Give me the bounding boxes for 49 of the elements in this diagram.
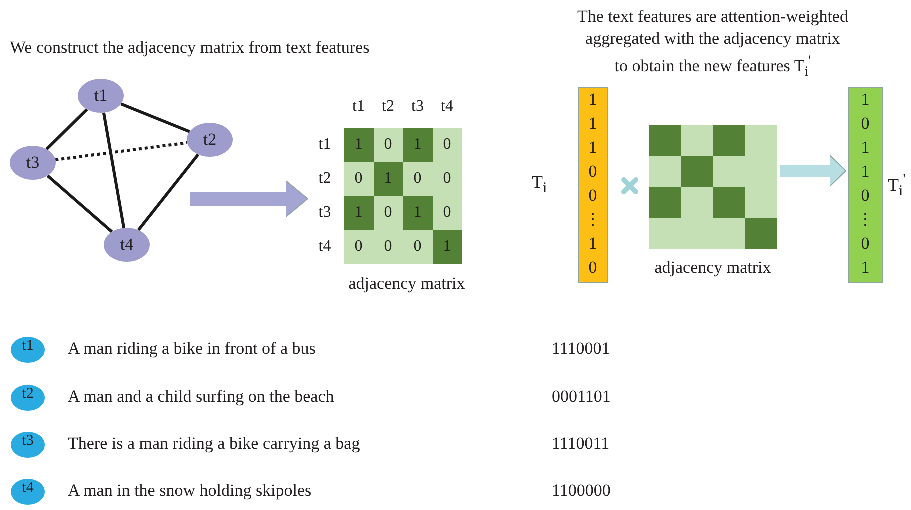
heading-text: We construct the adjacency matrix from text features (10, 38, 370, 58)
connector-line (46, 108, 88, 150)
matrix-cell: 1 (403, 196, 432, 230)
column-header: t4 (440, 98, 454, 116)
sentence-text: There is a man riding a bike carrying a bag (68, 433, 360, 455)
node-ellipse (104, 228, 150, 262)
node-ellipse (187, 123, 233, 157)
node-label: t2 (202, 129, 218, 151)
dotted-line (55, 141, 188, 162)
node-ellipse (78, 79, 124, 113)
vector-values: 1 0 1 1 0 ⋮ 0 1 (856, 89, 875, 279)
code-text: 1100000 (552, 480, 611, 502)
matrix-caption: adjacency matrix (654, 258, 772, 278)
column-header: t2 (381, 98, 396, 116)
matrix-caption: adjacency matrix (348, 274, 466, 294)
vector-symbol: T$_{i}$ (532, 172, 548, 198)
column-header: t1 (352, 98, 366, 116)
sentence-text: A man in the snow holding skipoles (68, 480, 312, 502)
connector-line (120, 102, 190, 134)
matrix-cell: 1 (432, 230, 462, 264)
code-text: 1110001 (552, 338, 610, 360)
matrix-cell: 1 (403, 128, 432, 162)
code-text: 0001101 (552, 386, 611, 408)
node-ellipse (10, 146, 56, 180)
matrix-cell: 1 (344, 196, 374, 230)
block-arrow (780, 154, 846, 188)
code-text: 1110011 (552, 433, 610, 455)
vector-bar (848, 87, 883, 283)
row-header: t2 (318, 169, 332, 189)
connector-line (46, 174, 114, 234)
row-header: t1 (318, 135, 332, 155)
connector-line (102, 112, 126, 228)
vector-bar (578, 87, 608, 283)
node-label: t1 (21, 337, 35, 355)
row-header: t4 (318, 237, 332, 257)
node-label: t3 (21, 432, 35, 450)
block-arrow (190, 180, 308, 218)
sentence-text: A man and a child surfing on the beach (68, 386, 334, 408)
node-label: t1 (93, 85, 109, 107)
row-header: t3 (318, 203, 332, 223)
vector-values: 1 1 1 0 0 ⋮ 1 0 (584, 89, 602, 279)
node-label: t4 (119, 234, 135, 256)
node-label: t2 (21, 385, 35, 403)
node-label: t3 (25, 152, 41, 174)
column-header: t3 (410, 98, 425, 116)
sentence-text: A man riding a bike in front of a bus (68, 338, 316, 360)
matrix-cell: 1 (374, 162, 403, 196)
node-label: t4 (21, 479, 35, 497)
matrix-cell: 1 (344, 128, 374, 162)
